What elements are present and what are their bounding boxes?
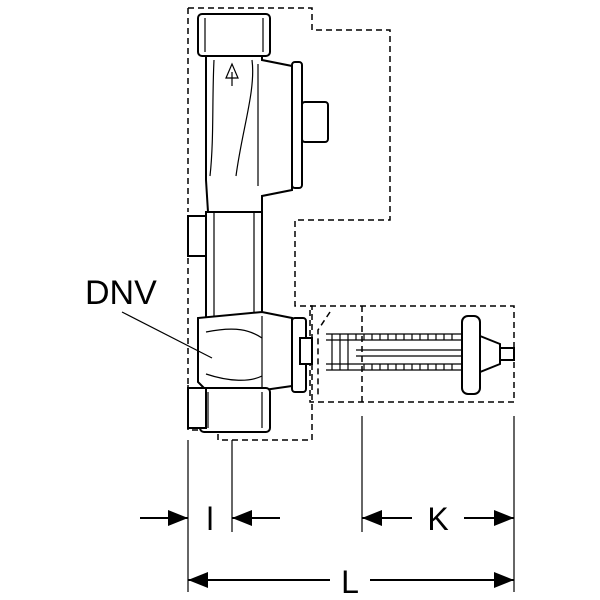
- component-label: DNV: [85, 274, 157, 312]
- extension-lines: [187, 416, 515, 592]
- extension-spindle: [326, 315, 515, 395]
- arrow-up-icon: [225, 62, 239, 86]
- dim-label-l-small: l: [206, 501, 213, 537]
- dim-label-k: K: [427, 501, 448, 537]
- dimension-k: K: [362, 501, 514, 537]
- dimension-l: L: [188, 564, 514, 600]
- dnv-callout: DNV: [85, 274, 213, 359]
- dimension-l-small: l: [140, 501, 280, 537]
- dim-label-l: L: [341, 564, 359, 600]
- valve-body: [187, 13, 329, 433]
